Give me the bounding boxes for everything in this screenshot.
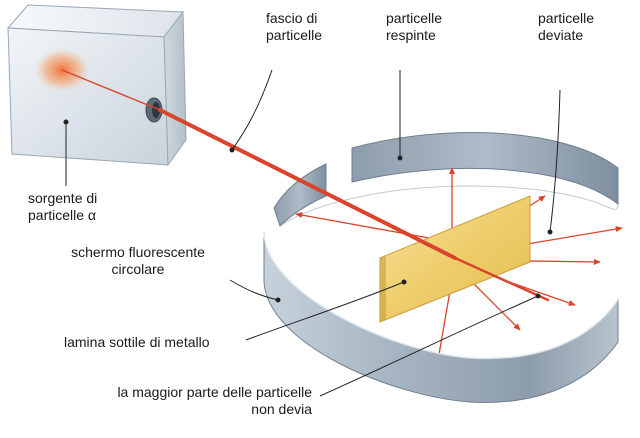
particle-beam [61, 69, 550, 302]
fluorescent-screen-back [273, 132, 619, 227]
label-undeflected: la maggior parte delle particelle non de… [117, 384, 312, 417]
label-beam: fascio di particelle [266, 10, 323, 43]
label-screen: schermo fluorescente circolare [71, 244, 205, 277]
label-deflected: particelle deviate [538, 10, 595, 43]
label-foil: lamina sottile di metallo [64, 334, 210, 350]
ray-back-left [295, 212, 441, 241]
leader-deflected [549, 89, 561, 233]
leader-lines [63, 69, 561, 397]
leader-screen [229, 279, 279, 301]
source-box [6, 4, 187, 167]
leader-beam [231, 69, 273, 151]
leader-undeflected [319, 295, 539, 397]
leader-foil [245, 281, 405, 341]
label-repelled: particelle respinte [386, 10, 443, 43]
label-source: sorgente di particelle α [28, 190, 98, 223]
